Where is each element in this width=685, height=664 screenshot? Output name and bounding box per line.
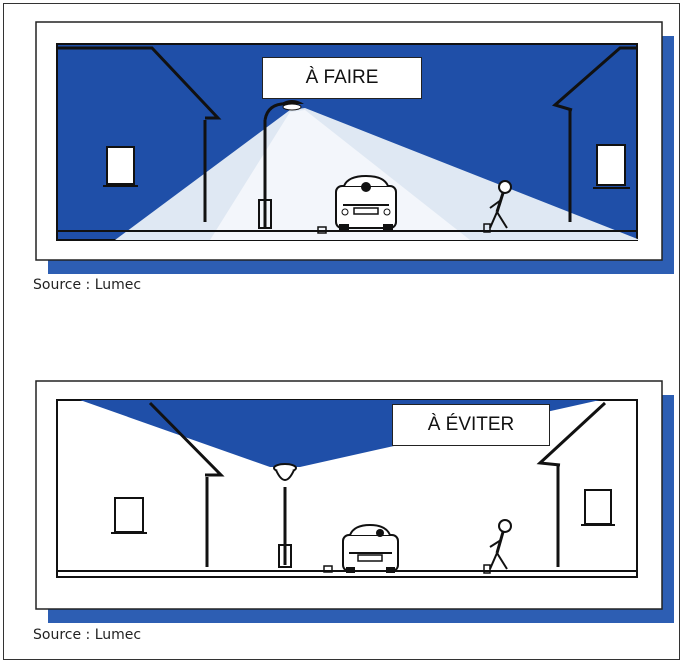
scene-good-lighting [0, 0, 685, 300]
car-icon [336, 176, 396, 230]
panel-a-eviter: À ÉVITER Source : Lumec [0, 355, 685, 655]
left-window [107, 147, 134, 184]
panel-a-faire: À FAIRE Source : Lumec [0, 0, 685, 300]
source-caption: Source : Lumec [33, 627, 141, 643]
label-a-eviter: À ÉVITER [392, 404, 550, 446]
left-window [115, 498, 143, 532]
source-caption: Source : Lumec [33, 277, 141, 293]
scene-bad-lighting [0, 355, 685, 655]
label-a-faire: À FAIRE [262, 57, 422, 99]
right-window [597, 145, 625, 185]
right-window [585, 490, 611, 524]
